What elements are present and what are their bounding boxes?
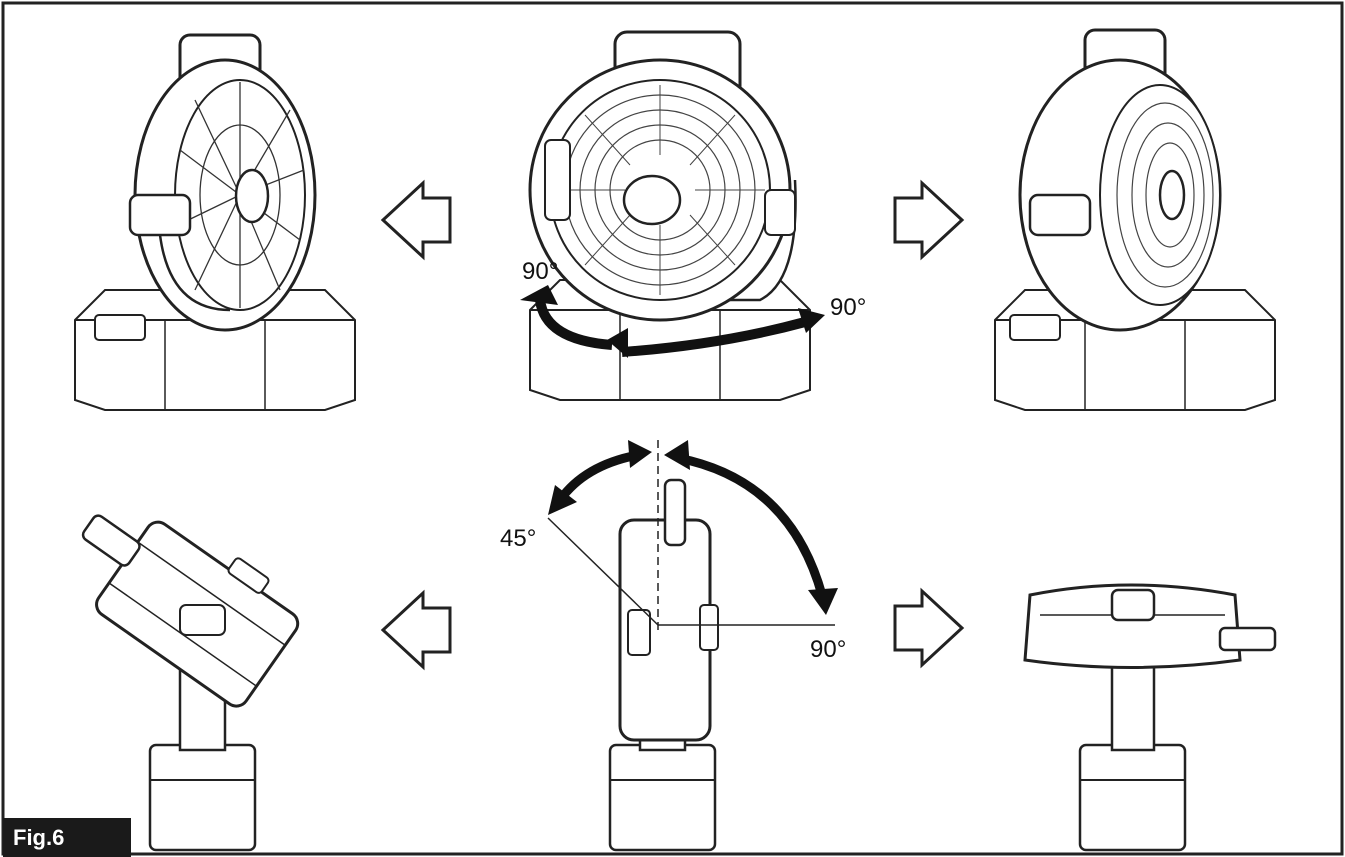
- right-outline-arrow-top: [893, 179, 965, 261]
- fan-swiveled-right: [994, 28, 1276, 411]
- right-outline-arrow-bottom: [893, 587, 965, 669]
- angle-line-45: [547, 517, 659, 626]
- angle-label-swivel-right: 90°: [830, 294, 867, 321]
- left-outline-arrow-bottom: [380, 589, 452, 671]
- swivel-left-arrow: [535, 299, 613, 350]
- swivel-right-arrow: [621, 317, 807, 357]
- angle-label-tilt-forward: 90°: [810, 636, 847, 663]
- fan-swiveled-left: [74, 33, 356, 411]
- fan-tilted-forward: [1023, 583, 1277, 852]
- angle-label-tilt-back: 45°: [500, 525, 537, 552]
- fan-side-view: [547, 440, 838, 852]
- figure-label: Fig.6: [3, 818, 131, 857]
- fan-front-view: [520, 30, 825, 401]
- tilt-forward-arrow: [677, 453, 827, 597]
- tilt-back-arrow: [556, 450, 639, 503]
- fan-tilted-back: [81, 514, 300, 852]
- angle-label-swivel-left: 90°: [522, 258, 559, 285]
- left-outline-arrow-top: [380, 179, 452, 261]
